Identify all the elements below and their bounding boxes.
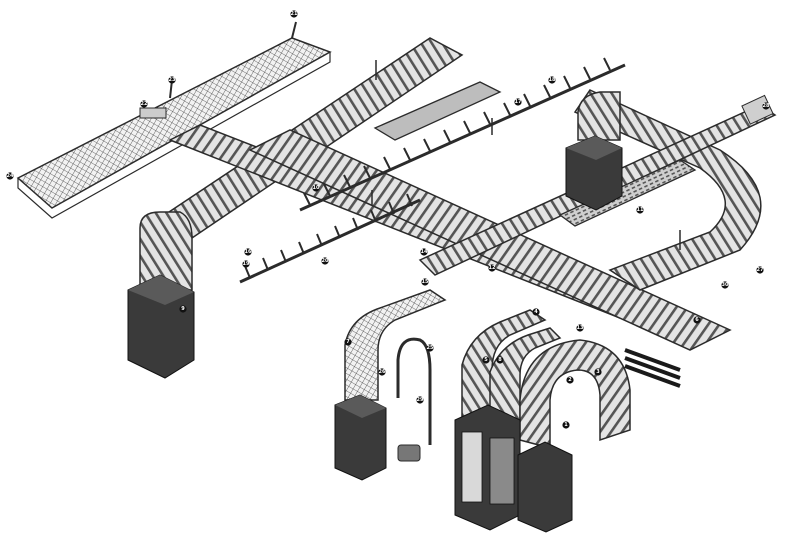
callout-label-10: 10: [313, 185, 320, 191]
callout-label-20: 20: [322, 258, 329, 264]
callout-marker-26: [378, 368, 386, 376]
callout-label-27: 27: [757, 267, 764, 273]
callout-marker-9: [179, 305, 187, 313]
callout-label-21: 21: [291, 11, 298, 17]
ladder-tray-loop-right: [573, 89, 762, 291]
callout-label-25: 25: [427, 345, 434, 351]
callout-label-13: 13: [577, 325, 584, 331]
callout-label-29: 29: [417, 397, 424, 403]
callout-label-5: 5: [484, 357, 488, 363]
vertical-drops-rack: [461, 309, 562, 426]
callout-marker-7: [344, 338, 352, 346]
single-hanger-comb-top: [299, 57, 626, 212]
callout-label-22: 22: [141, 101, 148, 107]
callout-marker-29: [416, 396, 424, 404]
cabinet-center: [334, 394, 387, 481]
single-hanger-comb-left: [239, 193, 421, 284]
callout-marker-22: [140, 100, 148, 108]
callout-marker-4: [532, 308, 540, 316]
callout-label-8: 8: [498, 357, 502, 363]
callout-label-7: 7: [346, 339, 350, 345]
callout-label-9: 9: [181, 306, 185, 312]
callout-label-2: 2: [568, 377, 572, 383]
threaded-rods: [371, 60, 681, 250]
callout-marker-10: [312, 184, 320, 192]
callout-marker-30: [721, 281, 729, 289]
callout-marker-25: [426, 344, 434, 352]
vertical-drop-left: [139, 211, 193, 291]
callout-marker-20: [321, 257, 329, 265]
callout-marker-18: [548, 76, 556, 84]
callout-label-12: 12: [489, 265, 496, 271]
callout-label-15: 15: [422, 279, 429, 285]
callout-label-23: 23: [169, 77, 176, 83]
callout-marker-6: [693, 316, 701, 324]
callout-marker-5: [482, 356, 490, 364]
callout-marker-13: [576, 324, 584, 332]
callout-marker-11: [636, 206, 644, 214]
callout-marker-21: [290, 10, 298, 18]
callout-marker-24: [6, 172, 14, 180]
arch-tray: [519, 339, 631, 449]
callout-marker-3: [594, 368, 602, 376]
rack-cabinet: [454, 404, 573, 533]
callout-label-18: 18: [549, 77, 556, 83]
vertical-drop-center-mesh: [344, 289, 447, 401]
callout-marker-27: [756, 266, 764, 274]
solid-bottom-channel: [373, 81, 502, 141]
cable-bundle: [624, 348, 681, 388]
callout-label-26: 26: [379, 369, 386, 375]
conduit-loop: [396, 337, 432, 462]
wire-mesh-tray: [16, 21, 332, 219]
vertical-drop-right-top: [577, 91, 621, 141]
callout-marker-8: [496, 356, 504, 364]
callout-marker-19: [242, 260, 250, 268]
callout-label-30: 30: [722, 282, 729, 288]
callout-marker-17: [514, 98, 522, 106]
callout-label-19: 19: [243, 261, 250, 267]
callout-label-16: 16: [245, 249, 252, 255]
callout-marker-1: [562, 421, 570, 429]
callout-label-3: 3: [596, 369, 600, 375]
callout-label-1: 1: [564, 422, 568, 428]
callout-marker-14: [420, 248, 428, 256]
callout-label-17: 17: [515, 99, 522, 105]
callout-label-14: 14: [421, 249, 428, 255]
callout-marker-23: [168, 76, 176, 84]
callout-marker-15: [421, 278, 429, 286]
callout-label-24: 24: [7, 173, 14, 179]
callout-marker-12: [488, 264, 496, 272]
callout-label-11: 11: [637, 207, 644, 213]
cabinet-right-top: [565, 135, 623, 211]
callout-marker-28: [762, 102, 770, 110]
cabinet-left: [127, 274, 195, 379]
callout-marker-2: [566, 376, 574, 384]
callout-label-4: 4: [534, 309, 538, 315]
callout-label-6: 6: [695, 317, 699, 323]
callout-label-28: 28: [763, 103, 770, 109]
callout-marker-16: [244, 248, 252, 256]
